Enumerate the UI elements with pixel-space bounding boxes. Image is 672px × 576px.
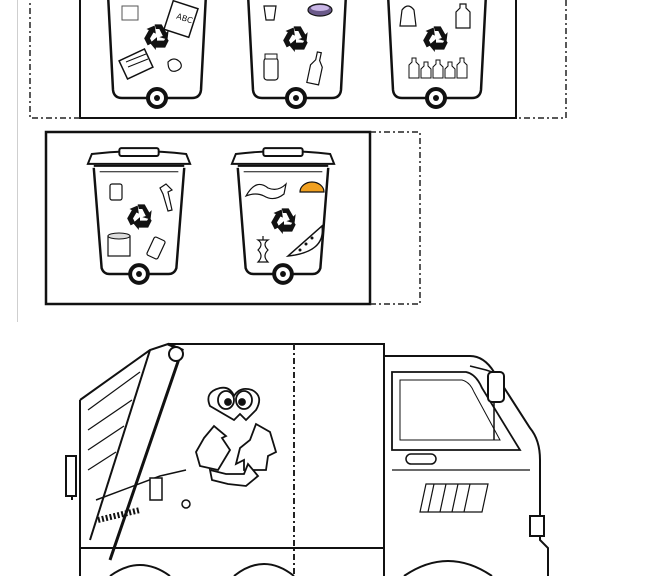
garbage-truck (65, 342, 549, 576)
organic-bin (232, 148, 334, 283)
apple-core-icon (256, 236, 270, 263)
newspaper-icon (121, 5, 139, 21)
bottle-icon (306, 51, 323, 86)
crumpled-paper-icon (118, 48, 154, 80)
paper-bin: ABC (107, 0, 207, 109)
recycling-mascot-icon (195, 386, 278, 487)
plastic-bin (387, 0, 487, 109)
orange-slice-icon (299, 181, 325, 193)
can-icon (109, 183, 123, 201)
middle-row-fold-right (370, 131, 421, 305)
bowl-icon (307, 3, 333, 17)
cup-icon (263, 5, 277, 21)
top-row-fold-left (29, 0, 80, 119)
banana-peel-icon (244, 182, 287, 200)
bag-icon (399, 5, 417, 27)
opener-icon (159, 183, 174, 212)
page-margin-line (17, 0, 18, 322)
can-icon (146, 236, 166, 260)
watermelon-slice-icon (285, 224, 324, 257)
bottle-icon (455, 3, 471, 29)
jar-icon (263, 53, 279, 81)
glass-bin (247, 0, 347, 109)
book-icon: ABC (163, 0, 199, 39)
top-bin-row: ABC (29, 0, 567, 119)
cab-grille (419, 483, 489, 513)
tin-icon (107, 232, 131, 257)
metal-bin (88, 148, 190, 283)
middle-bin-row (44, 130, 421, 306)
bottles-icon (408, 57, 468, 79)
top-row-fold-right (516, 0, 567, 119)
box-icon (167, 58, 182, 72)
